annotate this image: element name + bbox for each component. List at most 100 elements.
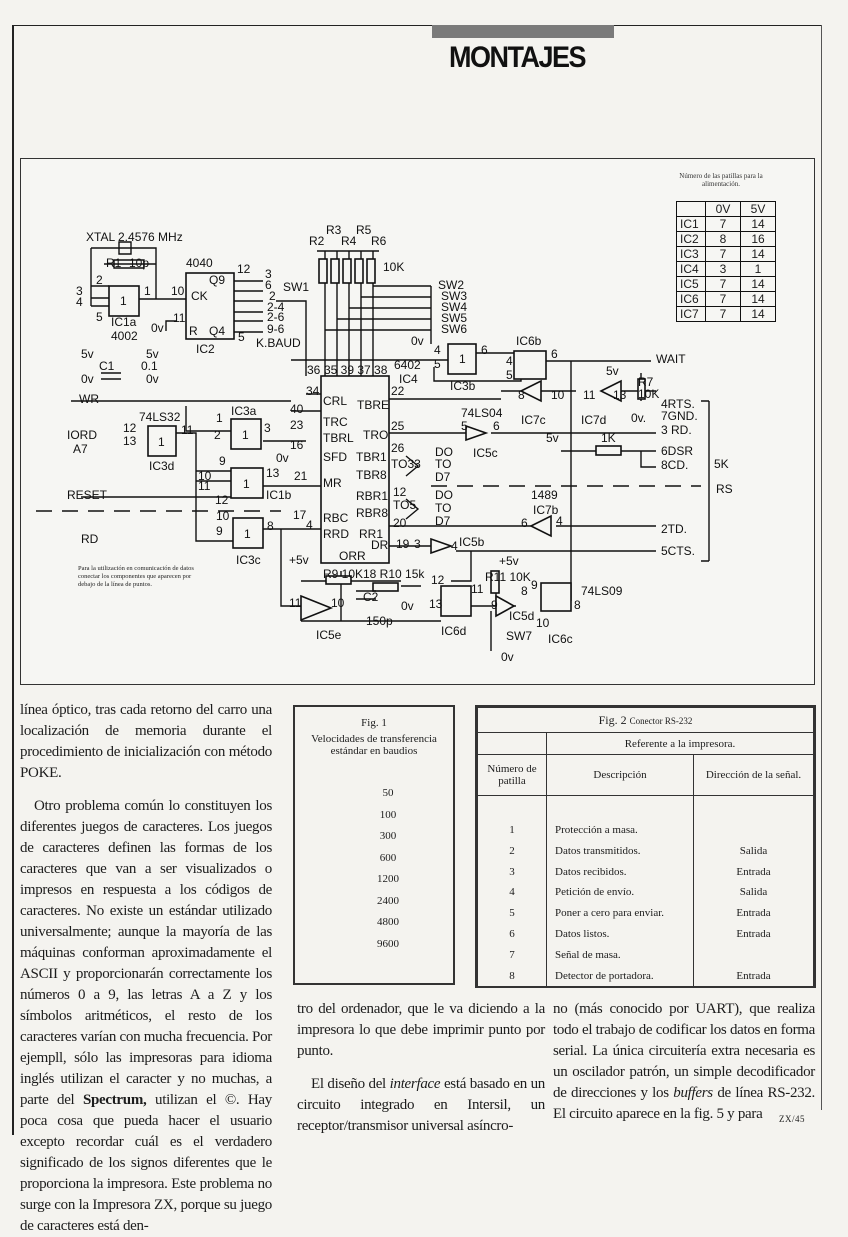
schematic-label: 1 <box>243 477 250 491</box>
rs232-desc-cell: Señal de masa. <box>555 948 621 961</box>
schematic-label: 35 39 37 38 <box>324 363 388 377</box>
schematic-label: 0v <box>81 372 94 386</box>
schematic-label: 4 <box>451 539 458 553</box>
schematic-label: IC6b <box>516 334 542 348</box>
rs232-dir-cell: Salida <box>739 886 768 899</box>
schematic-label: 20 <box>393 516 407 530</box>
schematic-label: 10 <box>198 469 212 483</box>
schematic-label: IC5c <box>473 446 498 460</box>
table-cell: 8 <box>705 231 741 247</box>
schematic-label: 10 <box>331 596 345 610</box>
schematic-label: R1 <box>106 256 122 270</box>
rs232-pin-cell: 7 <box>509 948 515 961</box>
table-cell: 14 <box>740 216 776 232</box>
schematic-label: 150p <box>366 614 393 628</box>
schematic-label: 11 <box>583 388 596 402</box>
schematic-label: 4 <box>306 518 313 532</box>
figure-title: Fig. 2 <box>598 712 627 727</box>
schematic-label: 34 <box>306 384 320 398</box>
figure-subtitle: Velocidades de transferencia estándar en… <box>311 733 437 757</box>
schematic-label: 74LS04 <box>461 406 503 420</box>
schematic-label: 74LS32 <box>139 410 181 424</box>
rs232-pin-cell: 3 <box>509 865 515 878</box>
schematic-label: SW6 <box>441 322 467 336</box>
schematic-label: 40 <box>290 402 304 416</box>
rs232-desc-cell: Petición de envío. <box>555 886 635 899</box>
schematic-label: R <box>189 324 198 338</box>
group-header: Referente a la impresora. <box>546 732 814 755</box>
schematic-label: IC3c <box>236 553 261 567</box>
text-run: El diseño del <box>311 1076 390 1092</box>
schematic-label: 9 <box>216 524 223 538</box>
rs232-dir-cell: Entrada <box>736 907 771 920</box>
table-cell: IC4 <box>676 261 706 277</box>
baud-rate-value: 300 <box>379 830 397 842</box>
schematic-label: 5 <box>434 357 441 371</box>
text-run: no (más conocido por UART), que realiza … <box>553 1001 815 1101</box>
rs232-dir-cell: Entrada <box>736 865 771 878</box>
schematic-label: 9-6 <box>267 322 285 336</box>
rs232-dir-cell: Entrada <box>736 927 771 940</box>
rs232-desc-cell: Datos listos. <box>555 927 610 940</box>
schematic-label: 3 <box>264 421 271 435</box>
schematic-label: 26 <box>391 441 405 455</box>
table-cell: IC3 <box>676 246 706 262</box>
schematic-label: TRO <box>363 428 388 442</box>
schematic-label: RD <box>81 532 99 546</box>
text-run: Otro problema común lo constituyen los d… <box>20 798 272 1108</box>
rs232-pin-cell: 2 <box>509 844 515 857</box>
schematic-label: 12 <box>431 573 445 587</box>
rs232-desc-cell: Poner a cero para enviar. <box>555 907 665 920</box>
component-bodies <box>101 258 646 622</box>
schematic-label: 5 <box>461 419 468 433</box>
rs232-dir-cell <box>694 820 813 841</box>
schematic-label: 17 <box>293 508 307 522</box>
paragraph: tro del ordenador, que le va diciendo a … <box>297 1001 545 1059</box>
schematic-label: 9 <box>491 598 498 612</box>
schematic-label: 0.1 <box>141 359 158 373</box>
schematic-label: TO33 <box>391 457 421 471</box>
right-border-rule <box>821 25 822 1110</box>
rs232-table: Fig. 2 Conector RS-232 Referente a la im… <box>477 707 814 988</box>
schematic-label: TO <box>435 457 451 471</box>
table-cell: IC7 <box>676 306 706 322</box>
table-cell: 7 <box>705 306 741 322</box>
schematic-label: 5v <box>81 347 94 361</box>
schematic-label: IC5b <box>459 535 485 549</box>
rs232-dir-cell <box>694 945 813 966</box>
table-cell: 7 <box>705 291 741 307</box>
schematic-label: RRD <box>323 527 349 541</box>
schematic-label: 23 <box>290 418 304 432</box>
schematic-note: Para la utilización en comunicación de d… <box>78 565 194 588</box>
schematic-label: C2 <box>363 590 379 604</box>
schematic-label: 1 <box>120 294 127 308</box>
schematic-label: 8 <box>267 519 274 533</box>
baud-rate-value: 50 <box>382 787 394 799</box>
schematic-label: 13 <box>266 466 280 480</box>
schematic-label: R7 <box>638 375 654 389</box>
schematic-label: 1 <box>244 527 251 541</box>
schematic-label: 2 <box>269 289 276 303</box>
table-header-cell: 0V <box>705 201 741 217</box>
schematic-label: 36 <box>307 363 321 377</box>
schematic-label: 4040 <box>186 256 213 270</box>
table-cell: 3 <box>705 261 741 277</box>
schematic-label: 25 <box>391 419 405 433</box>
schematic-label: 4 <box>76 295 83 309</box>
schematic-label: 10K <box>638 387 659 401</box>
schematic-label: R11 10K <box>485 570 531 584</box>
schematic-label: 6DSR <box>661 444 693 458</box>
schematic-label: RBC <box>323 511 349 525</box>
schematic-label: ORR <box>339 549 366 563</box>
schematic-label: 0v <box>146 372 159 386</box>
schematic-label: TBR1 <box>356 450 387 464</box>
schematic-label: 11 <box>181 423 194 437</box>
schematic-label: R3 <box>326 223 342 237</box>
table-cell: IC6 <box>676 291 706 307</box>
